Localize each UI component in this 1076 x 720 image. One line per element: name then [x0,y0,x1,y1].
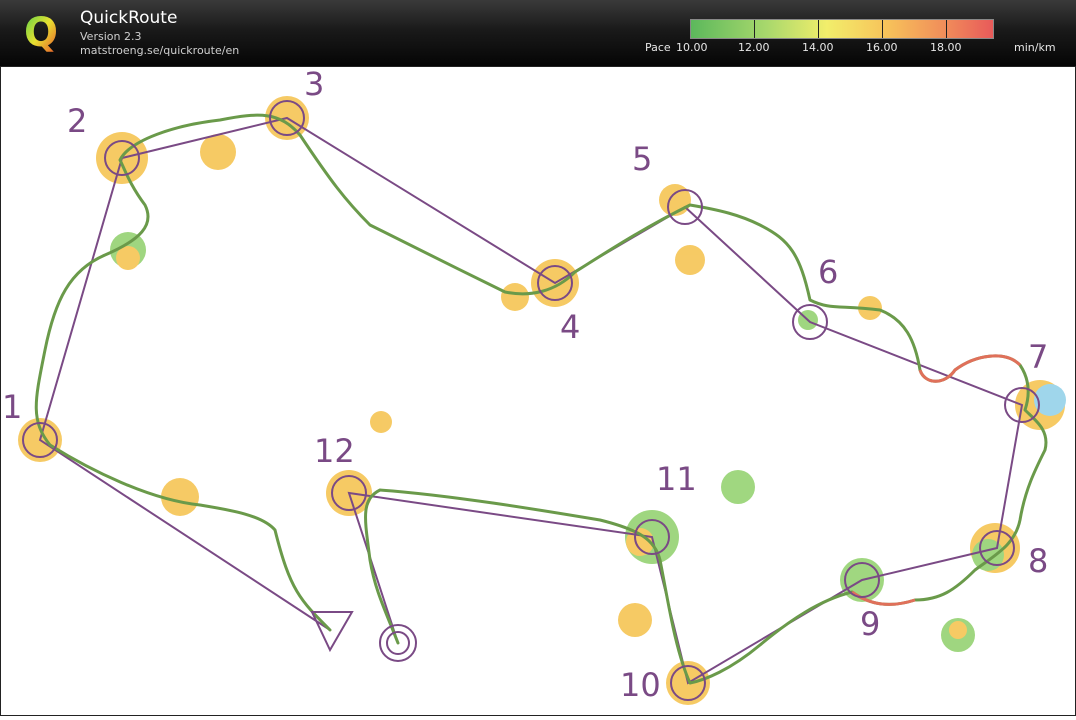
quickroute-logo-icon: Q [24,10,58,56]
control-circle-4[interactable] [537,265,573,301]
control-circle-3[interactable] [269,100,305,136]
header-bar: Q QuickRoute Version 2.3 matstroeng.se/q… [0,0,1076,66]
pace-label-14: 14.00 [802,41,834,54]
finish-circle-icon [379,624,417,662]
control-number-10: 10 [620,666,661,704]
start-triangle-icon [310,611,354,653]
control-circle-7[interactable] [1004,387,1040,423]
gps-route [34,113,1048,685]
pace-label-18: 18.00 [930,41,962,54]
control-circle-8[interactable] [979,530,1015,566]
control-circle-10[interactable] [670,665,706,701]
control-number-8: 8 [1028,542,1048,580]
control-number-9: 9 [860,605,880,643]
control-number-1: 1 [2,388,22,426]
pace-color-scale [690,19,994,39]
control-circle-5[interactable] [667,189,703,225]
pace-tick [882,20,883,38]
pace-prefix: Pace [645,41,671,54]
orienteering-map[interactable]: 1 2 3 4 5 6 7 8 9 10 11 12 [0,65,1076,716]
control-number-7: 7 [1028,338,1048,376]
control-circle-9[interactable] [844,562,880,598]
pace-tick [818,20,819,38]
course-line [38,116,1024,685]
svg-text:Q: Q [24,10,58,56]
pace-label-10: 10.00 [676,41,708,54]
gps-route-slow-segment [918,354,1022,383]
control-number-4: 4 [560,308,580,346]
app-url[interactable]: matstroeng.se/quickroute/en [80,44,240,57]
pace-label-16: 16.00 [866,41,898,54]
pace-label-12: 12.00 [738,41,770,54]
control-circle-1[interactable] [22,422,58,458]
app-version: Version 2.3 [80,30,142,43]
control-number-2: 2 [67,102,87,140]
control-number-11: 11 [656,460,697,498]
control-number-3: 3 [304,66,324,103]
control-circle-2[interactable] [104,140,140,176]
control-circle-12[interactable] [331,475,367,511]
control-circle-11[interactable] [634,519,670,555]
map-canvas[interactable]: 1 2 3 4 5 6 7 8 9 10 11 12 [0,65,1076,716]
control-number-6: 6 [818,253,838,291]
pace-tick [946,20,947,38]
pace-unit: min/km [1014,41,1056,54]
control-number-5: 5 [632,140,652,178]
map-features [18,96,1066,705]
pace-tick [754,20,755,38]
control-circle-6[interactable] [792,304,828,340]
app-title: QuickRoute [80,8,178,28]
control-number-12: 12 [314,432,355,470]
